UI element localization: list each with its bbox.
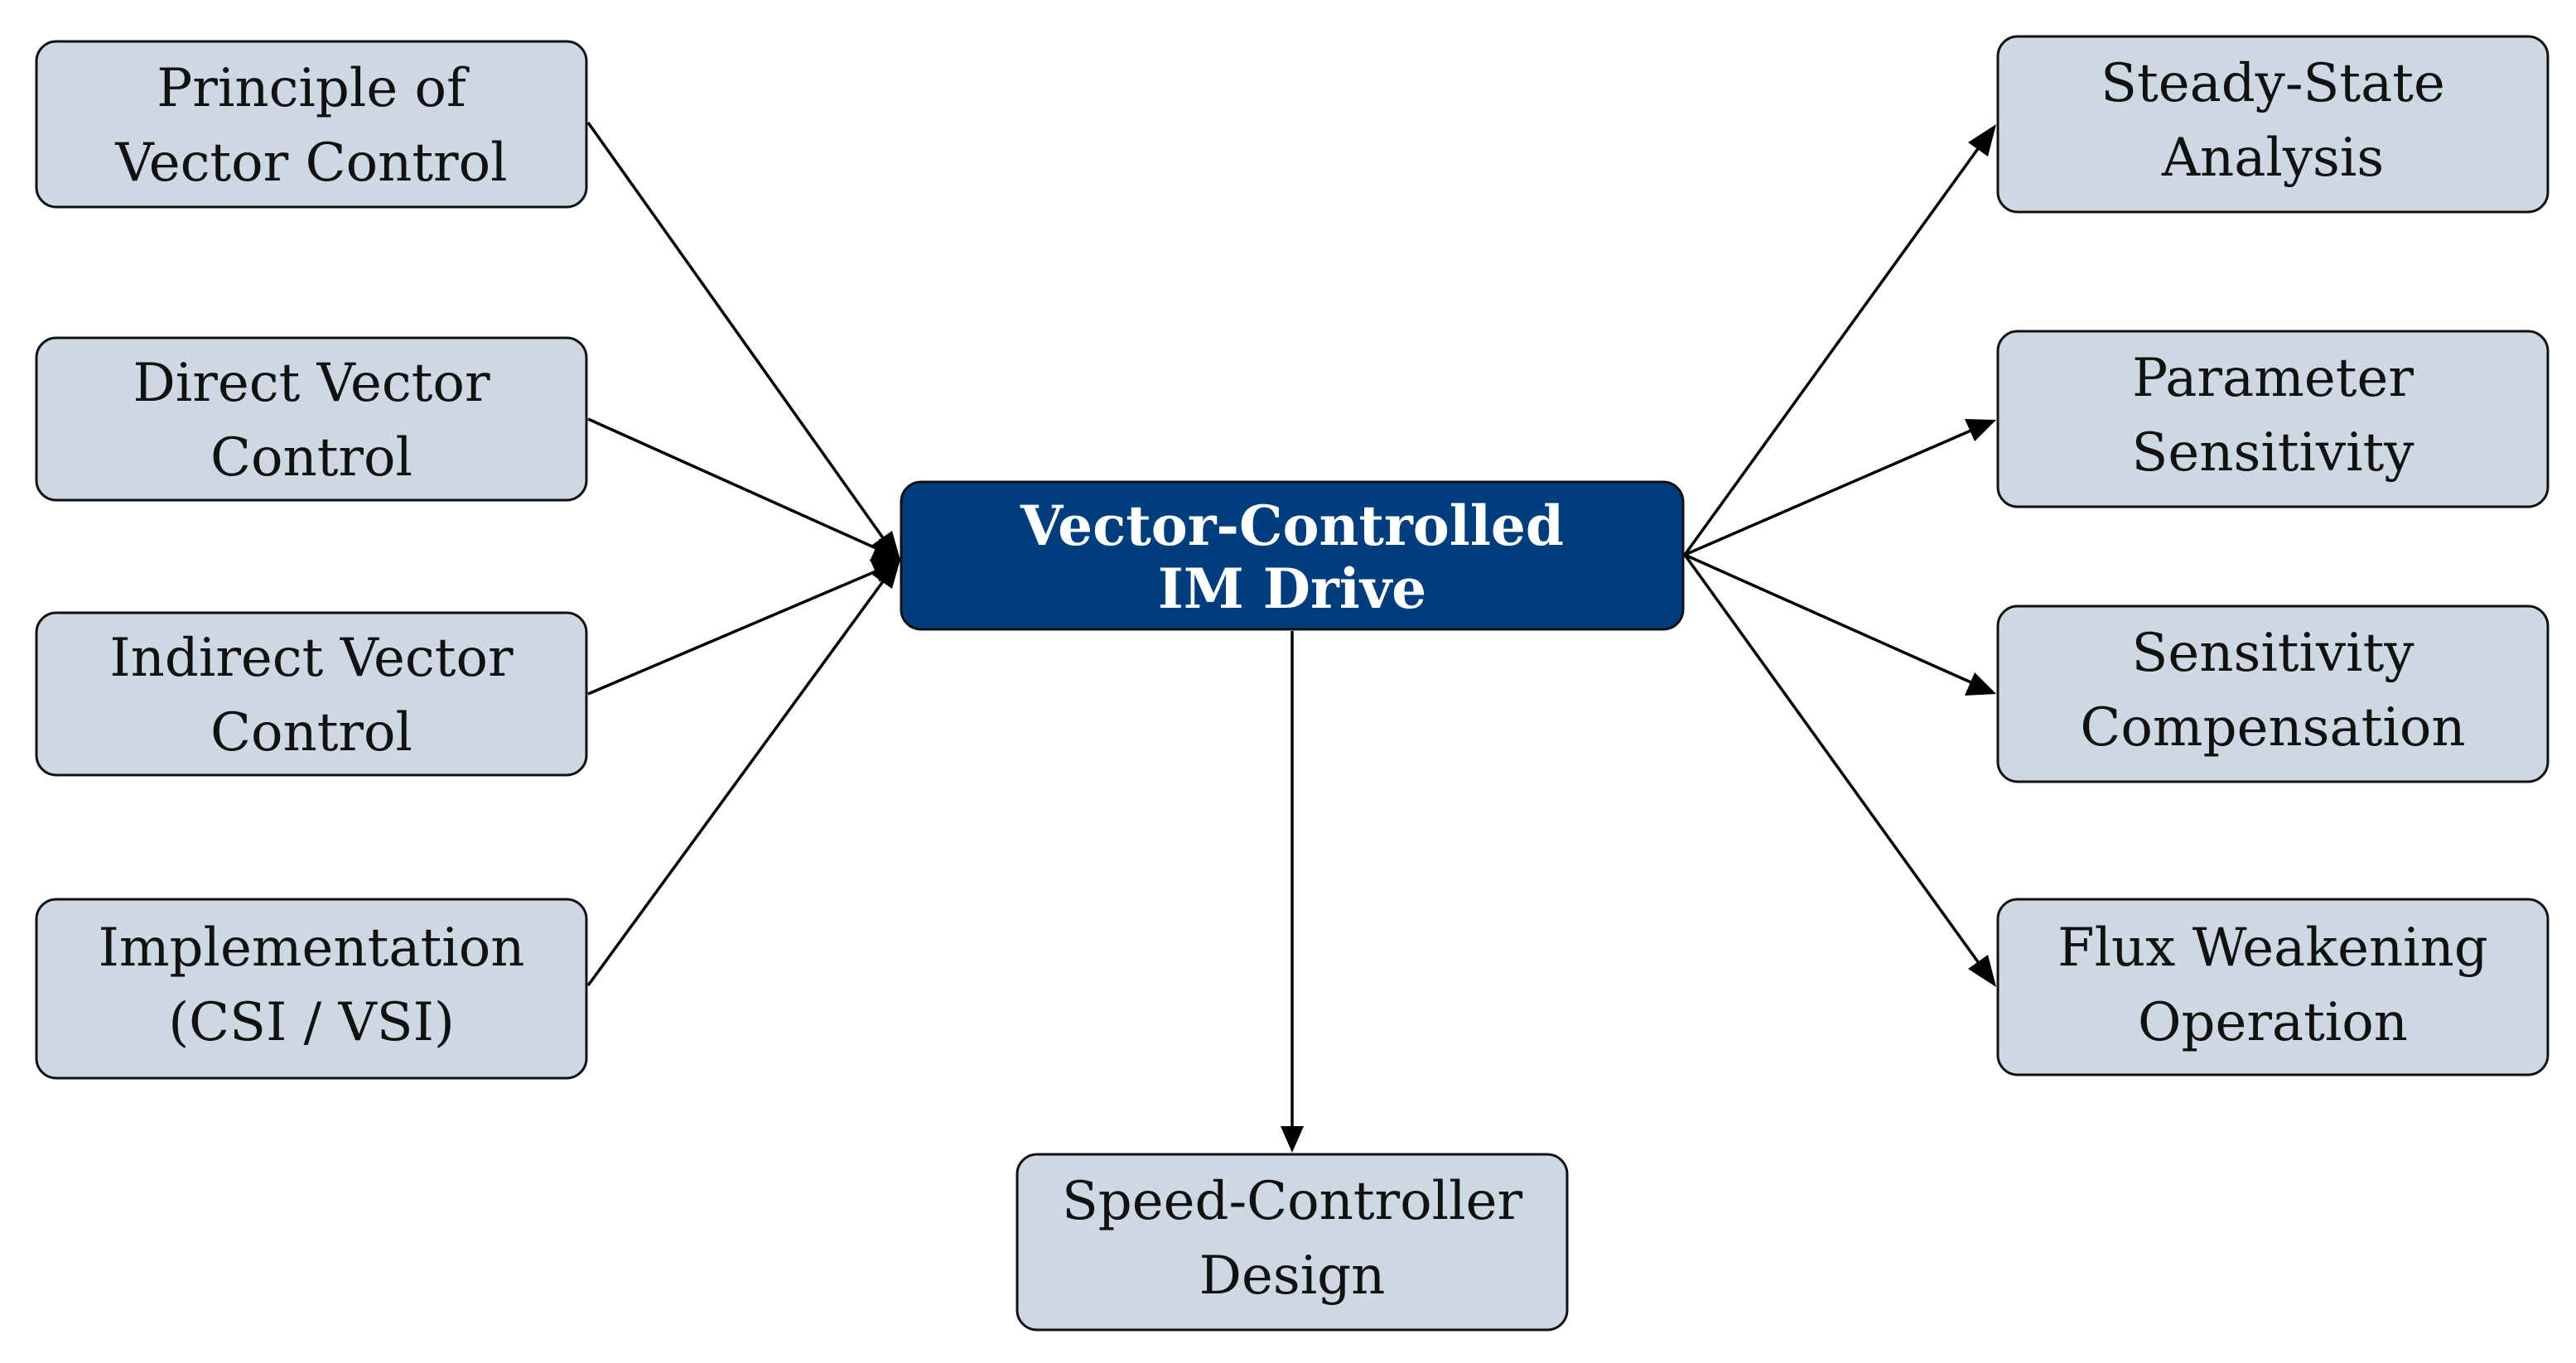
node-label-line1: Steady-State	[2101, 53, 2445, 114]
edge-center-to-sensitivity-compensation	[1684, 553, 1975, 686]
output-node-flux-weakening: Flux Weakening Operation	[1996, 898, 2549, 1076]
bottom-node-speed-controller: Speed-Controller Design	[1015, 1153, 1569, 1332]
node-label-line2: Sensitivity	[2132, 422, 2414, 484]
edges-outputs	[1281, 124, 1996, 1153]
node-label-line1: Parameter	[2132, 348, 2414, 409]
input-node-indirect-vector: Indirect Vector Control	[35, 611, 588, 777]
node-label-line2: Operation	[2138, 992, 2408, 1053]
edge-center-to-flux-weakening	[1683, 553, 1985, 970]
arrowhead-parameter-sensitivity	[1965, 419, 1996, 441]
node-label-line2: Vector Control	[114, 132, 507, 194]
input-node-direct-vector: Direct Vector Control	[35, 336, 588, 502]
edge-principle-to-center	[586, 121, 890, 547]
node-label-line2: (CSI / VSI)	[168, 992, 455, 1053]
arrowhead-steady-state	[1968, 124, 1996, 157]
edge-center-to-parameter-sensitivity	[1684, 427, 1975, 556]
node-label-line2: Control	[210, 702, 412, 763]
arrowhead-speed-controller	[1281, 1126, 1304, 1153]
node-label-line1: Direct Vector	[133, 353, 490, 414]
output-node-steady-state: Steady-State Analysis	[1996, 35, 2549, 214]
edge-direct-to-center	[587, 417, 880, 551]
arrowhead-direct	[870, 538, 901, 561]
node-label-line1: Speed-Controller	[1062, 1171, 1523, 1232]
center-label-line2: IM Drive	[1158, 556, 1426, 621]
node-label-line2: Control	[210, 427, 412, 489]
edge-implementation-to-center	[586, 573, 890, 987]
center-label-line1: Vector-Controlled	[1020, 494, 1564, 558]
edge-indirect-to-center	[587, 568, 880, 696]
node-label-line1: Sensitivity	[2132, 623, 2414, 684]
node-label-line2: Design	[1199, 1245, 1386, 1307]
edges-inputs	[586, 121, 901, 987]
node-label-line2: Compensation	[2080, 697, 2465, 759]
output-node-sensitivity-compensation: Sensitivity Compensation	[1996, 604, 2549, 783]
input-node-implementation: Implementation (CSI / VSI)	[35, 898, 588, 1080]
node-label-line1: Principle of	[157, 58, 470, 119]
center-node: Vector-Controlled IM Drive	[900, 480, 1685, 631]
arrowhead-flux-weakening	[1968, 955, 1996, 987]
node-label-line1: Indirect Vector	[109, 628, 514, 689]
input-node-principle: Principle of Vector Control	[35, 40, 588, 209]
edge-center-to-steady-state	[1683, 142, 1983, 556]
arrowhead-sensitivity-compensation	[1965, 672, 1996, 696]
output-node-parameter-sensitivity: Parameter Sensitivity	[1996, 330, 2549, 508]
node-label-line1: Implementation	[99, 917, 525, 979]
node-label-line2: Analysis	[2161, 128, 2384, 189]
arrowhead-implementation	[872, 556, 901, 589]
node-label-line1: Flux Weakening	[2057, 917, 2488, 979]
